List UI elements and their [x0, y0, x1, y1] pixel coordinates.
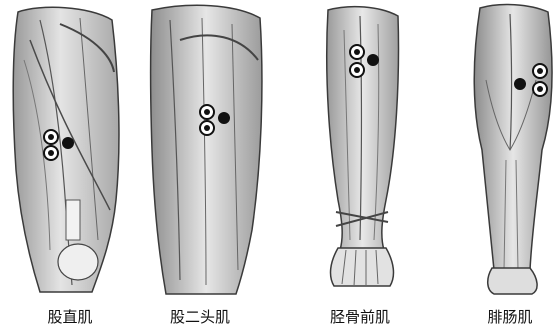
label-tibialis-anterior: 胫骨前肌 [310, 306, 410, 328]
panel-biceps-femoris: 股二头肌 [140, 0, 270, 331]
label-gastrocnemius: 腓肠肌 [470, 306, 550, 328]
reference-electrode-icon [62, 137, 74, 149]
panel-rectus-femoris: 股直肌 [0, 0, 140, 331]
thigh-back-illustration [140, 0, 270, 300]
lower-leg-front-illustration [300, 0, 420, 300]
panel-gastrocnemius: 腓肠肌 [460, 0, 559, 331]
thigh-front-illustration [0, 0, 140, 300]
label-biceps-femoris: 股二头肌 [155, 306, 245, 328]
label-rectus-femoris: 股直肌 [40, 306, 100, 328]
lower-leg-back-illustration [460, 0, 559, 300]
panel-tibialis-anterior: 胫骨前肌 [300, 0, 420, 331]
reference-electrode-icon [218, 112, 230, 124]
reference-electrode-icon [367, 54, 379, 66]
reference-electrode-icon [514, 78, 526, 90]
